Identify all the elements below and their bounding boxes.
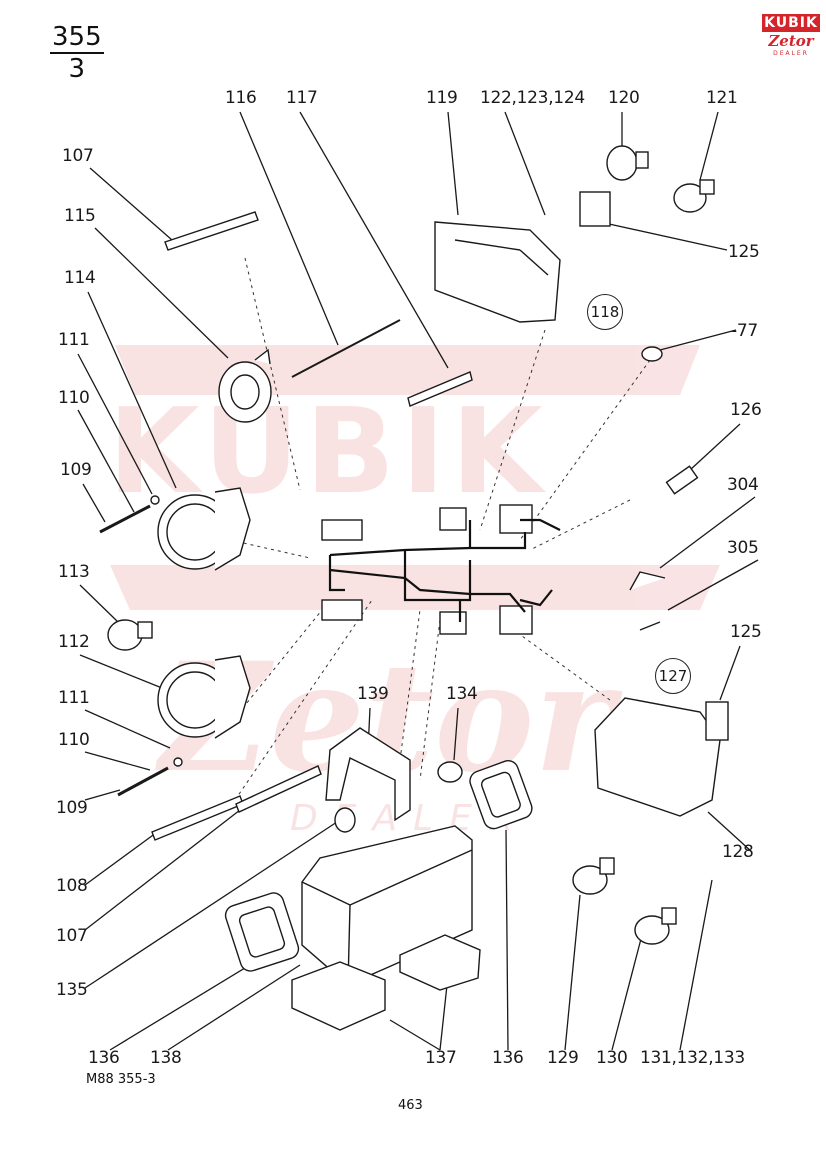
drawing-code: M88 355-3 bbox=[86, 1072, 156, 1087]
callout-110-top: 110 bbox=[58, 388, 90, 408]
callout-135: 135 bbox=[56, 980, 88, 1000]
callout-109-top: 109 bbox=[60, 460, 92, 480]
callout-107-top: 107 bbox=[62, 146, 94, 166]
callout-120: 120 bbox=[608, 88, 640, 108]
callout-131-132-133: 131,132,133 bbox=[640, 1048, 745, 1068]
callout-127-circled: 127 bbox=[655, 658, 691, 694]
logo-brand: KUBIK bbox=[762, 14, 820, 32]
callout-125-top: 125 bbox=[728, 242, 760, 262]
callout-111-top: 111 bbox=[58, 330, 90, 350]
logo-sub: Zetor bbox=[768, 32, 814, 50]
callout-305: 305 bbox=[727, 538, 759, 558]
callout-109-bottom: 109 bbox=[56, 798, 88, 818]
callout-115: 115 bbox=[64, 206, 96, 226]
callout-136-right: 136 bbox=[492, 1048, 524, 1068]
callout-107-bottom: 107 bbox=[56, 926, 88, 946]
callout-134: 134 bbox=[446, 684, 478, 704]
logo-dealer: DEALER bbox=[773, 50, 809, 57]
callout-111-bottom: 111 bbox=[58, 688, 90, 708]
callout-108: 108 bbox=[56, 876, 88, 896]
callout-304: 304 bbox=[727, 475, 759, 495]
callout-117: 117 bbox=[286, 88, 318, 108]
callout-130: 130 bbox=[596, 1048, 628, 1068]
sheet-number: 355 3 bbox=[50, 22, 104, 84]
callout-138: 138 bbox=[150, 1048, 182, 1068]
callout-77: -77 bbox=[731, 321, 758, 341]
sheet-number-top: 355 bbox=[50, 22, 104, 54]
callout-121: 121 bbox=[706, 88, 738, 108]
callout-118-circled: 118 bbox=[587, 294, 623, 330]
kubik-zetor-logo: KUBIK Zetor DEALER bbox=[762, 14, 820, 64]
callout-114: 114 bbox=[64, 268, 96, 288]
callout-125-bottom: 125 bbox=[730, 622, 762, 642]
callout-112: 112 bbox=[58, 632, 90, 652]
callout-128: 128 bbox=[722, 842, 754, 862]
callout-137: 137 bbox=[425, 1048, 457, 1068]
callout-129: 129 bbox=[547, 1048, 579, 1068]
callout-116: 116 bbox=[225, 88, 257, 108]
callout-126: 126 bbox=[730, 400, 762, 420]
sheet-number-bottom: 3 bbox=[68, 54, 86, 84]
callout-139: 139 bbox=[357, 684, 389, 704]
svg-text:KUBIK: KUBIK bbox=[108, 382, 548, 520]
callout-110-bottom: 110 bbox=[58, 730, 90, 750]
page-number: 463 bbox=[398, 1098, 423, 1113]
callout-119: 119 bbox=[426, 88, 458, 108]
callout-136-left: 136 bbox=[88, 1048, 120, 1068]
callout-122-123-124: 122,123,124 bbox=[480, 88, 585, 108]
callout-113: 113 bbox=[58, 562, 90, 582]
